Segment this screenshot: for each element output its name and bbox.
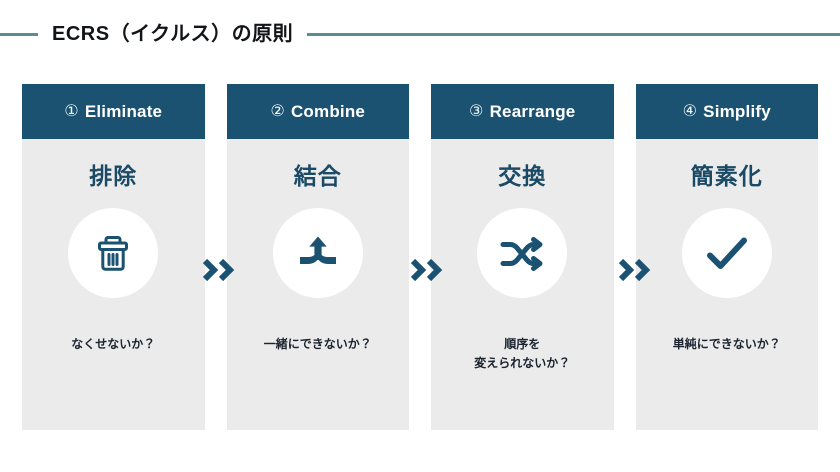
column-caption-1: なくせないか？	[22, 335, 205, 354]
title-rule-left	[0, 32, 38, 36]
column-number-1: ①	[64, 102, 79, 120]
column-header-combine: ② Combine	[226, 84, 409, 139]
column-title-2: Combine	[290, 101, 366, 121]
column-caption-3-line1: 順序を	[504, 337, 541, 351]
column-caption-3-line2: 変えられないか？	[474, 355, 571, 370]
column-number-3: ③	[469, 102, 484, 120]
ecrs-column-eliminate: ① Eliminate 排除 なくせないか？	[22, 84, 205, 430]
column-title-3: Rearrange	[489, 101, 576, 121]
page-title-row: ECRS（イクルス）の原則	[0, 18, 840, 50]
title-rule-right	[307, 32, 840, 36]
page-title: ECRS（イクルス）の原則	[52, 23, 294, 45]
chevron-right-icon-2	[405, 253, 451, 287]
column-body-combine: 結合 一緒にできないか？	[226, 139, 410, 430]
merge-arrow-icon	[294, 229, 342, 277]
icon-circle-3	[477, 208, 568, 298]
icon-circle-4	[681, 208, 772, 298]
column-japanese-term-2: 結合	[293, 163, 342, 189]
column-japanese-term-1: 排除	[89, 163, 138, 189]
column-number-2: ②	[270, 102, 285, 120]
column-caption-1-line1: なくせないか？	[71, 337, 156, 351]
column-japanese-term-3: 交換	[498, 163, 547, 189]
column-body-simplify: 簡素化 単純にできないか？	[635, 139, 819, 430]
ecrs-column-combine: ② Combine 結合 一緒にできないか？	[226, 84, 410, 430]
trash-icon	[90, 230, 136, 276]
column-caption-4-line1: 単純にできないか？	[672, 337, 781, 351]
column-title-4: Simplify	[703, 101, 771, 121]
ecrs-columns: ① Eliminate 排除 なくせないか？ ②	[22, 84, 818, 430]
shuffle-icon	[498, 231, 546, 275]
icon-circle-1	[68, 208, 159, 298]
ecrs-column-simplify: ④ Simplify 簡素化 単純にできないか？	[635, 84, 819, 430]
chevron-right-icon-1	[197, 253, 243, 287]
column-header-simplify: ④ Simplify	[635, 84, 818, 139]
column-caption-2: 一緒にできないか？	[227, 335, 410, 354]
column-caption-2-line1: 一緒にできないか？	[263, 337, 372, 351]
column-header-eliminate: ① Eliminate	[22, 84, 205, 139]
column-number-4: ④	[682, 102, 698, 120]
ecrs-column-rearrange: ③ Rearrange 交換 順序を 変えられないか？	[431, 84, 614, 430]
icon-circle-2	[272, 208, 363, 298]
column-japanese-term-4: 簡素化	[690, 163, 763, 189]
column-caption-3: 順序を 変えられないか？	[431, 335, 614, 372]
column-title-1: Eliminate	[84, 101, 163, 121]
column-caption-4: 単純にできないか？	[636, 335, 819, 354]
column-body-eliminate: 排除 なくせないか？	[22, 139, 205, 430]
chevron-right-icon-3	[613, 253, 659, 287]
column-header-rearrange: ③ Rearrange	[431, 84, 614, 139]
check-icon	[702, 231, 752, 275]
column-body-rearrange: 交換 順序を 変えられないか？	[431, 139, 614, 430]
